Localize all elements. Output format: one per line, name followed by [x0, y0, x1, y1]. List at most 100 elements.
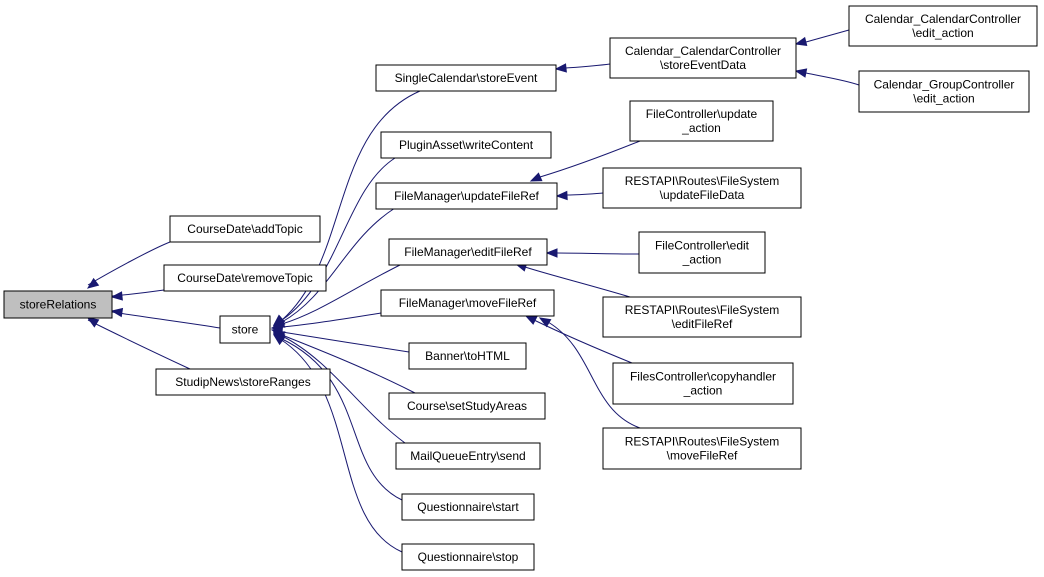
node-addTopic[interactable]: CourseDate\addTopic	[169, 215, 321, 243]
node-qstart[interactable]: Questionnaire\start	[401, 493, 535, 521]
edge-store-to-storeRelations	[110, 307, 221, 329]
edge-fcEdit-to-editFileRef	[545, 248, 640, 258]
node-label: MailQueueEntry\send	[410, 449, 525, 463]
node-storeEvent[interactable]: SingleCalendar\storeEvent	[375, 64, 557, 92]
node-box	[163, 264, 327, 292]
edge-line	[565, 63, 611, 69]
node-box	[380, 131, 552, 159]
node-rsUpdate[interactable]: RESTAPI\Routes\FileSystem\updateFileData	[602, 167, 802, 209]
node-box	[155, 368, 331, 396]
node-moveFileRef[interactable]: FileManager\moveFileRef	[380, 289, 555, 317]
arrowhead	[110, 307, 124, 318]
arrowhead	[538, 317, 552, 328]
node-box	[388, 238, 548, 266]
node-box	[401, 493, 535, 521]
edge-line	[281, 207, 396, 323]
edge-line	[281, 334, 416, 394]
node-label: store	[232, 323, 259, 337]
node-box	[609, 37, 797, 79]
node-fcEdit[interactable]: FileController\edit_action	[638, 231, 766, 274]
edge-line	[533, 319, 633, 364]
node-toHTML[interactable]: Banner\toHTML	[408, 342, 527, 370]
node-label: \storeEventData	[660, 58, 746, 72]
node-box	[375, 182, 558, 210]
edge-fcUpdate-to-updateFileRef	[529, 140, 641, 182]
node-box	[612, 362, 794, 405]
arrowhead	[86, 317, 100, 328]
node-rsMove[interactable]: RESTAPI\Routes\FileSystem\moveFileRef	[602, 427, 802, 470]
edge-line	[87, 241, 171, 286]
edge-line	[566, 192, 604, 196]
node-calEdit[interactable]: Calendar_CalendarController\edit_action	[848, 5, 1038, 47]
node-box	[219, 315, 271, 344]
edge-line	[281, 157, 396, 321]
node-box	[858, 70, 1030, 113]
node-storeRanges[interactable]: StudipNews\storeRanges	[155, 368, 331, 396]
node-box	[638, 231, 766, 274]
node-label: _action	[683, 384, 723, 398]
node-updateFileRef[interactable]: FileManager\updateFileRef	[375, 182, 558, 210]
node-label: FileController\update	[646, 107, 758, 121]
arrowhead	[555, 190, 568, 201]
edge-line	[87, 319, 191, 370]
node-label: storeRelations	[20, 298, 97, 312]
node-setStudyAreas[interactable]: Course\setStudyAreas	[388, 392, 546, 420]
node-send[interactable]: MailQueueEntry\send	[395, 442, 541, 470]
edge-qstart-to-store	[272, 333, 403, 501]
node-label: \updateFileData	[660, 188, 745, 202]
edge-fcCopy-to-moveFileRef	[524, 315, 633, 364]
node-label: FilesController\copyhandler	[630, 370, 776, 384]
node-box	[408, 342, 527, 370]
node-editFileRef[interactable]: FileManager\editFileRef	[388, 238, 548, 266]
node-label: Calendar_GroupController	[874, 78, 1015, 92]
node-label: Questionnaire\stop	[418, 550, 519, 564]
arrowhead	[794, 36, 808, 47]
node-label: Questionnaire\start	[417, 500, 519, 514]
edge-line	[279, 338, 403, 553]
edges-layer	[86, 29, 860, 553]
edge-groupEdit-to-storeEventData	[794, 68, 860, 86]
edge-line	[281, 335, 406, 444]
node-storeEventData[interactable]: Calendar_CalendarController\storeEventDa…	[609, 37, 797, 79]
node-label: CourseDate\addTopic	[187, 222, 302, 236]
arrowhead	[110, 291, 123, 301]
node-box	[602, 167, 802, 209]
node-label: \editFileRef	[672, 317, 733, 331]
edge-line	[279, 337, 403, 501]
node-removeTopic[interactable]: CourseDate\removeTopic	[163, 264, 327, 292]
arrowhead	[554, 63, 567, 73]
node-store[interactable]: store	[219, 315, 271, 344]
node-label: CourseDate\removeTopic	[177, 271, 312, 285]
node-box	[375, 64, 557, 92]
node-box	[395, 442, 541, 470]
node-qstop[interactable]: Questionnaire\stop	[401, 543, 535, 571]
node-label: Banner\toHTML	[425, 349, 510, 363]
arrowhead	[272, 334, 286, 346]
node-label: \edit_action	[913, 92, 974, 106]
node-label: FileController\edit	[655, 239, 750, 253]
node-label: Course\setStudyAreas	[407, 399, 527, 413]
node-label: RESTAPI\Routes\FileSystem	[625, 435, 780, 449]
node-storeRelations[interactable]: storeRelations	[3, 290, 113, 319]
edge-line	[111, 311, 221, 329]
node-label: Calendar_CalendarController	[865, 12, 1021, 26]
node-label: Calendar_CalendarController	[625, 44, 781, 58]
edge-line	[524, 266, 631, 298]
edge-line	[556, 252, 640, 255]
edge-qstop-to-store	[272, 334, 403, 553]
arrowhead	[86, 277, 100, 289]
node-groupEdit[interactable]: Calendar_GroupController\edit_action	[858, 70, 1030, 113]
node-label: PluginAsset\writeContent	[399, 138, 534, 152]
node-fcCopy[interactable]: FilesController\copyhandler_action	[612, 362, 794, 405]
node-rsEdit[interactable]: RESTAPI\Routes\FileSystem\editFileRef	[602, 296, 802, 338]
node-label: SingleCalendar\storeEvent	[395, 71, 538, 85]
node-box	[401, 543, 535, 571]
node-writeContent[interactable]: PluginAsset\writeContent	[380, 131, 552, 159]
edge-line	[281, 331, 410, 353]
node-box	[602, 296, 802, 338]
node-box	[388, 392, 546, 420]
node-label: FileManager\updateFileRef	[394, 189, 539, 203]
nodes-layer: storeRelations CourseDate\addTopicCourseD…	[3, 5, 1038, 571]
node-fcUpdate[interactable]: FileController\update_action	[629, 100, 774, 142]
